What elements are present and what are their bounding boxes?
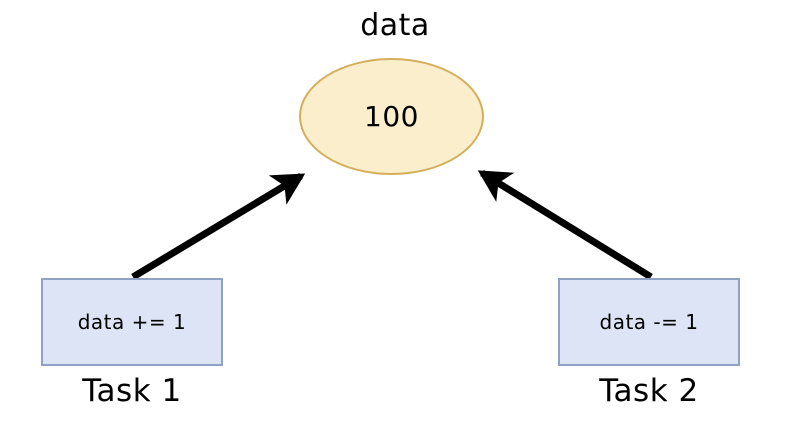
shared-variable-value: 100 (364, 99, 419, 133)
task-1-label: Task 1 (82, 373, 182, 409)
task-1-box: data += 1 (41, 278, 223, 366)
task-2-code: data -= 1 (599, 310, 699, 334)
arrow-task-2-to-data (477, 170, 653, 280)
task-2-label: Task 2 (599, 373, 699, 409)
shared-variable-title: data (360, 8, 430, 43)
task-2-box: data -= 1 (558, 278, 740, 366)
shared-variable-node: 100 (299, 58, 484, 175)
task-1-code: data += 1 (77, 310, 187, 334)
arrow-task-1-to-data (131, 173, 306, 280)
